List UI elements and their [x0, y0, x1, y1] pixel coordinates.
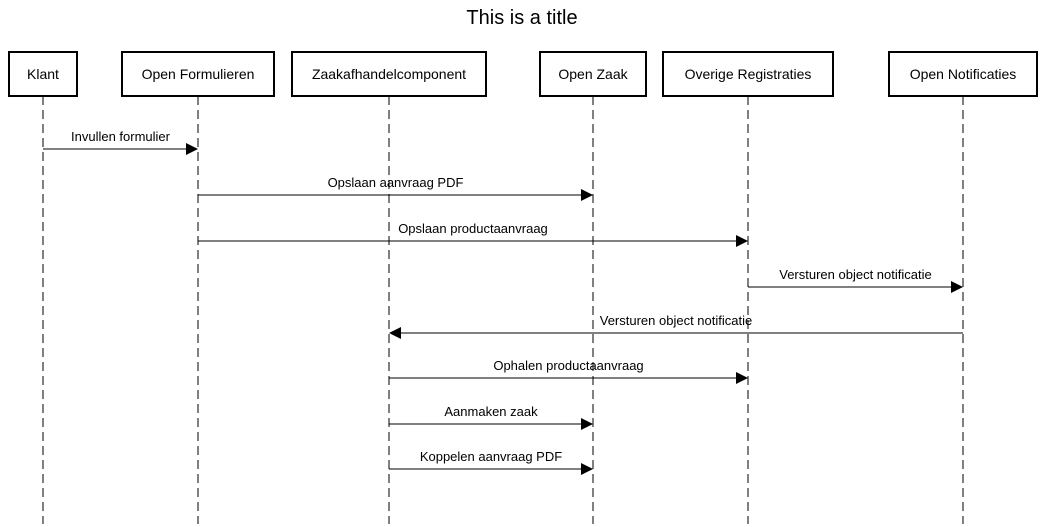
actor-box	[539, 51, 647, 97]
arrowhead-icon	[581, 418, 593, 430]
actor-open-formulieren: Open Formulieren	[121, 51, 275, 97]
arrowhead-icon	[736, 372, 748, 384]
actor-open-zaak: Open Zaak	[539, 51, 647, 97]
actor-box	[291, 51, 487, 97]
actor-label: Open Notificaties	[910, 66, 1017, 82]
actor-box	[662, 51, 834, 97]
arrowhead-icon	[389, 327, 401, 339]
actor-klant: Klant	[8, 51, 78, 97]
actor-label: Overige Registraties	[685, 66, 812, 82]
message-arrow: Ophalen productaanvraag	[389, 358, 748, 384]
actor-label: Open Zaak	[558, 66, 628, 82]
arrowhead-icon	[951, 281, 963, 293]
actor-box	[888, 51, 1038, 97]
message-arrow: Aanmaken zaak	[389, 404, 593, 430]
message-label: Versturen object notificatie	[779, 267, 931, 282]
arrowhead-icon	[736, 235, 748, 247]
message-label: Opslaan productaanvraag	[398, 221, 548, 236]
actor-box	[8, 51, 78, 97]
actor-box	[121, 51, 275, 97]
arrowhead-icon	[581, 189, 593, 201]
message-arrow: Versturen object notificatie	[748, 267, 963, 293]
message-arrow: Invullen formulier	[43, 129, 198, 155]
actor-overige-registraties: Overige Registraties	[662, 51, 834, 97]
actor-label: Open Formulieren	[142, 66, 255, 82]
actor-label: Klant	[27, 66, 59, 82]
lifelines	[42, 96, 964, 524]
actor-label: Zaakafhandelcomponent	[312, 66, 466, 82]
actor-zaakafhandelcomponent: Zaakafhandelcomponent	[291, 51, 487, 97]
message-label: Invullen formulier	[71, 129, 171, 144]
message-label: Aanmaken zaak	[444, 404, 538, 419]
actors: Klant Open Formulieren Zaakafhandelcompone…	[8, 51, 1038, 97]
message-arrow: Opslaan productaanvraag	[198, 221, 748, 247]
actor-open-notificaties: Open Notificaties	[888, 51, 1038, 97]
message-label: Ophalen productaanvraag	[493, 358, 643, 373]
message-label: Koppelen aanvraag PDF	[420, 449, 562, 464]
arrowhead-icon	[581, 463, 593, 475]
message-label: Versturen object notificatie	[600, 313, 752, 328]
arrowhead-icon	[186, 143, 198, 155]
message-label: Opslaan aanvraag PDF	[328, 175, 464, 190]
message-arrow: Opslaan aanvraag PDF	[198, 175, 593, 201]
diagram-title: This is a title	[466, 7, 577, 29]
message-arrow: Versturen object notificatie	[389, 313, 963, 339]
message-arrow: Koppelen aanvraag PDF	[389, 449, 593, 475]
